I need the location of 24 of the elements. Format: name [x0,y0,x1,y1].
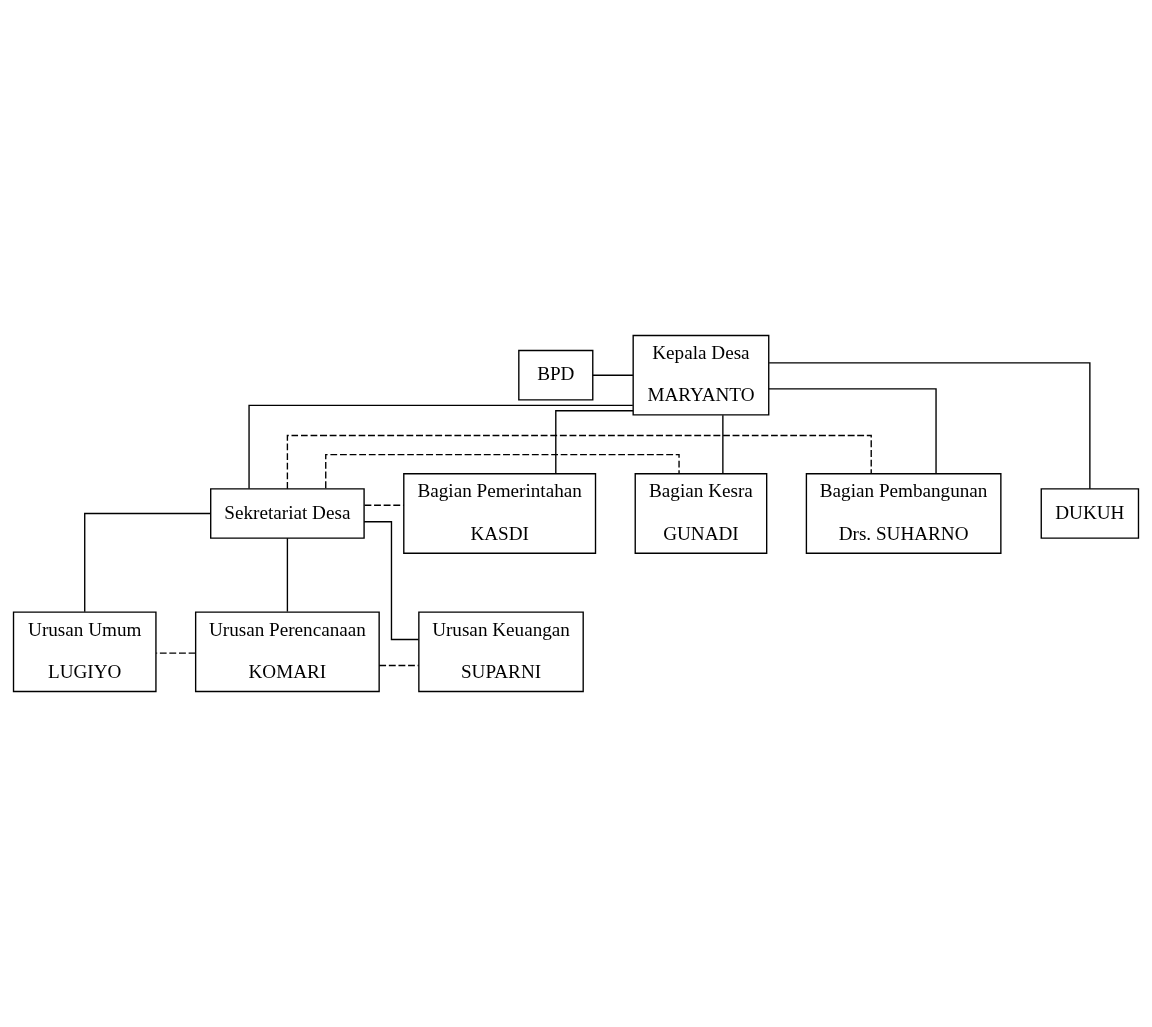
node-box: Urusan Perencanaan KOMARI [194,611,380,693]
connector [768,362,1091,490]
connector [722,414,724,475]
node-box: DUKUH [1040,488,1140,539]
connector [248,404,634,490]
connector [286,537,289,613]
node-box: Urusan Keuangan SUPARNI [418,611,584,693]
connector [592,374,634,376]
node-box: Sekretariat Desa [210,488,365,539]
node-box: Bagian Pembangunan Drs. SUHARNO [805,473,1002,554]
connector [286,434,872,490]
connector [363,504,405,506]
connector [84,512,211,613]
node-box: Bagian Kesra GUNADI [634,473,768,554]
connector [155,652,197,654]
node-box: Urusan Umum LUGIYO [12,611,157,693]
node-box: Bagian Pemerintahan KASDI [403,473,597,554]
connector [378,664,420,667]
connector [555,410,634,475]
connector [768,388,937,475]
connector [363,521,420,641]
node-box: BPD [518,349,594,401]
connector [325,453,680,489]
node-box: Kepala Desa MARYANTO [632,334,770,416]
